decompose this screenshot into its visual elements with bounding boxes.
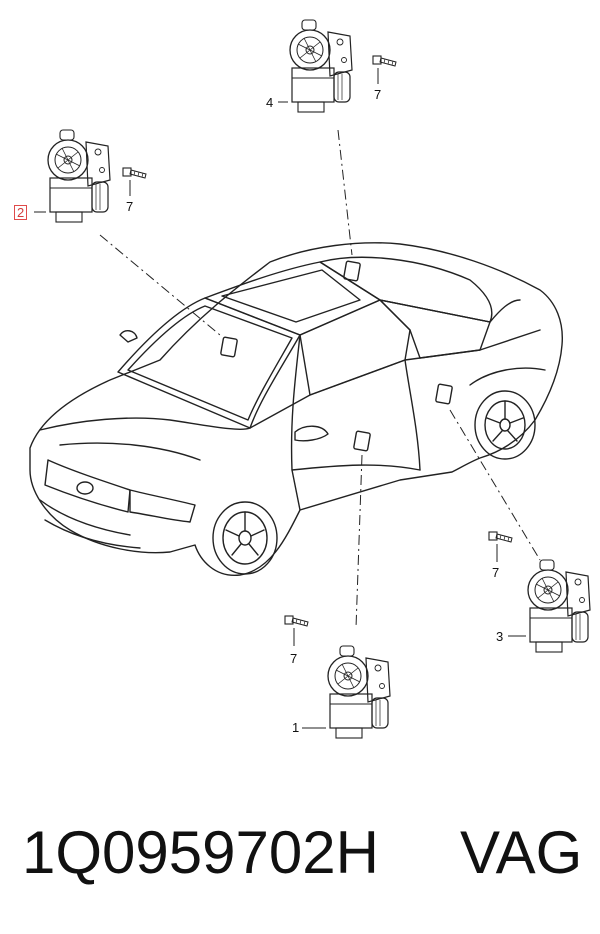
diagram-svg xyxy=(29,19,591,739)
callout-bolt-7: 7 xyxy=(126,199,134,214)
brand-label: VAG xyxy=(460,819,583,886)
callout-bolt-7: 7 xyxy=(492,565,500,580)
motor-front-left xyxy=(284,615,391,739)
motor-roof xyxy=(278,19,397,113)
part-number: 1Q0959702H xyxy=(22,819,379,886)
parts-diagram: 4 2 3 1 7 7 7 7 xyxy=(14,19,591,739)
callout-1: 1 xyxy=(292,720,300,735)
motor-rear-left xyxy=(34,129,147,223)
leader-lines xyxy=(99,129,541,629)
callout-2-highlighted: 2 xyxy=(14,205,28,220)
motor-front-right xyxy=(488,531,591,653)
callout-3: 3 xyxy=(496,629,504,644)
callout-bolt-7: 7 xyxy=(374,87,382,102)
car-illustration xyxy=(29,242,563,576)
callout-bolt-7: 7 xyxy=(290,651,298,666)
callout-4: 4 xyxy=(266,95,274,110)
window-switch-markers xyxy=(220,260,453,452)
